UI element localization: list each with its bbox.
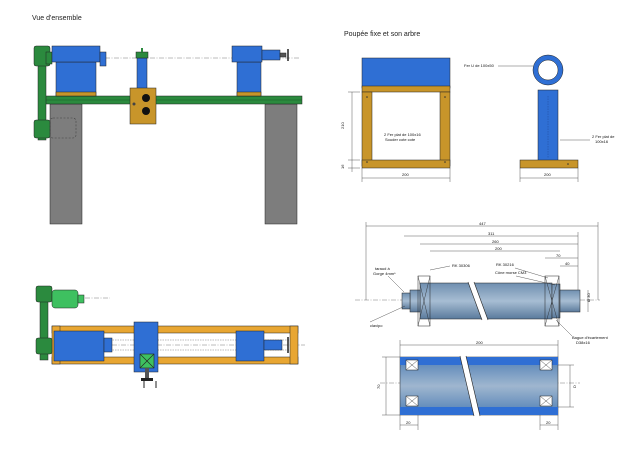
dim-front-height: 210 [340, 122, 345, 129]
headstock-front-view: 2 Fer plat de 100x16 Souder cote cote 21… [340, 57, 451, 182]
headstock-side-view: Fer U de 100x50 2 Fer plat de 100x16 200 [464, 54, 615, 182]
dim-plate-right: 20 [546, 420, 551, 425]
dim-side-width: 200 [544, 172, 551, 177]
plate-top-view: 200 20 20 70 D [376, 340, 580, 430]
dim-plate-height: 70 [376, 384, 381, 389]
dim-shaft-d30: Ø 30 [586, 293, 591, 302]
right-leg [264, 103, 298, 225]
label-fers-plats-front: 2 Fer plat de 100x16 [384, 132, 421, 137]
tool-rest-post [136, 57, 148, 91]
label-fers-plats-side-2: 100x16 [595, 139, 609, 144]
motor [51, 289, 79, 309]
overview-front-view [33, 45, 303, 225]
label-souder-front: Souder cote cote [385, 137, 416, 142]
label-taraudage-1: taraud à [375, 266, 390, 271]
dim-shaft-311: 311 [488, 231, 495, 236]
left-leg [49, 103, 83, 225]
headstock-body [55, 61, 97, 97]
dim-shaft-70: 70 [556, 253, 561, 258]
label-cone: Cône morse CM3 [495, 270, 527, 275]
tailstock-body [236, 61, 262, 97]
dim-front-width: 200 [402, 172, 409, 177]
dim-shaft-200: 200 [495, 246, 502, 251]
label-bague-2: D38x16 [576, 340, 591, 345]
plate-body [399, 356, 559, 416]
tailstock-top [235, 330, 265, 362]
shaft-drawing: 447 311 260 200 70 40 RK 30306 RK 30216 … [355, 221, 609, 345]
label-clavette: clavipo [370, 323, 383, 328]
tool-rest-base [129, 87, 157, 125]
dim-shaft-total: 447 [479, 221, 486, 226]
dim-plate-width: 200 [476, 340, 483, 345]
dim-plate-left: 20 [406, 420, 411, 425]
headstock-top [53, 330, 105, 362]
dim-shaft-40: 40 [565, 261, 570, 266]
label-fers-plats-side-1: 2 Fer plat de [592, 134, 615, 139]
dim-shaft-260: 260 [492, 239, 499, 244]
label-bague-1: Bague d'écartement [572, 335, 609, 340]
headstock-top-block [361, 57, 451, 89]
headstock-title: Poupée fixe et son arbre [344, 31, 420, 38]
dim-front-foot: 16 [340, 164, 345, 169]
dim-plate-height-2: D [572, 385, 577, 388]
motor-outline [49, 117, 77, 139]
overview-title: Vue d'ensemble [32, 15, 82, 22]
label-taraudage-2: Gorge 4mm* [373, 271, 396, 276]
label-rk-left: RK 30306 [452, 263, 471, 268]
label-fer-u: Fer U de 100x50 [464, 63, 495, 68]
label-rk-right: RK 30216 [496, 262, 515, 267]
shaft-body [419, 282, 553, 320]
overview-top-view [35, 285, 305, 388]
side-base [519, 159, 579, 169]
